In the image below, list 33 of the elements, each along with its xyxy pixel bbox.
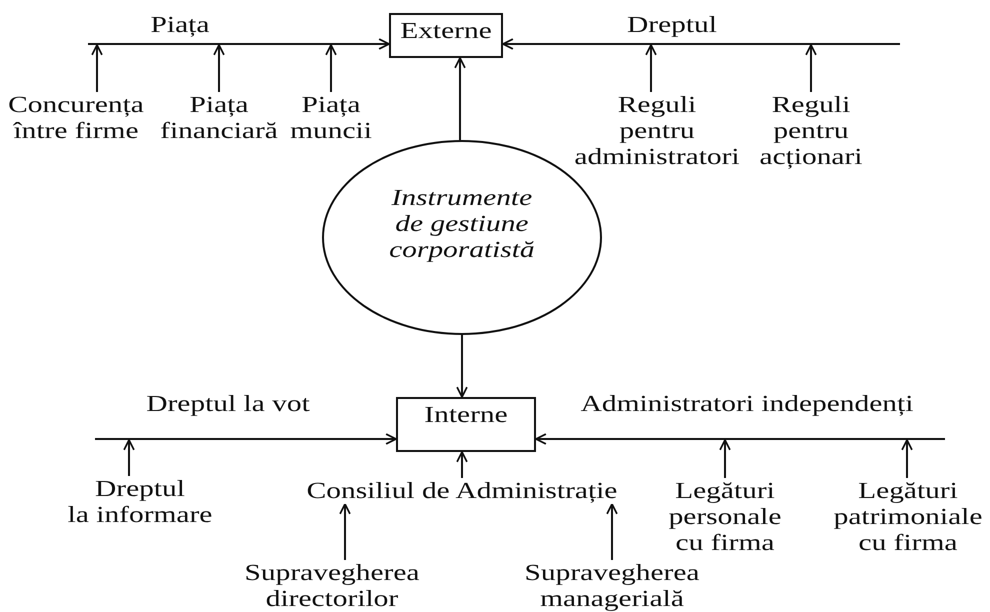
box-title: Interne — [423, 401, 509, 428]
arrow — [606, 503, 618, 560]
arrow — [88, 38, 390, 50]
arrow — [456, 451, 468, 478]
factor-label: Reguli pentru administratori — [574, 92, 740, 170]
factor-label: Supravegherea directorilor — [244, 560, 420, 612]
factor-label: Piața financiară — [160, 92, 278, 144]
arrow — [456, 335, 468, 398]
factor-label: Supravegherea managerială — [524, 560, 700, 612]
arrow — [123, 439, 135, 476]
factor-label: Consiliul de Administrație — [306, 478, 618, 504]
arrow — [95, 433, 397, 445]
factor-label: Reguli pentru acționari — [760, 92, 862, 170]
arrow — [502, 38, 900, 50]
arrow — [901, 439, 913, 478]
arrow — [91, 44, 103, 92]
box-title: Externe — [399, 17, 493, 44]
arrow — [805, 44, 817, 92]
arrow — [719, 439, 731, 478]
category-box — [396, 397, 536, 452]
factor-label: Concurența între firme — [8, 92, 144, 144]
factor-label: Legături personale cu firma — [668, 478, 782, 556]
arrow — [645, 44, 657, 92]
factor-label: Dreptul la informare — [68, 476, 212, 528]
category-box — [389, 13, 503, 58]
arrow — [339, 503, 351, 560]
factor-label: Piața muncii — [290, 92, 372, 144]
factor-label: Legături patrimoniale cu firma — [834, 478, 982, 556]
arrow — [454, 57, 466, 140]
ellipse-text: Instrumente de gestiune corporatistă — [389, 184, 535, 262]
arrow — [535, 433, 945, 445]
arrow — [213, 44, 225, 92]
arrow — [325, 44, 337, 92]
